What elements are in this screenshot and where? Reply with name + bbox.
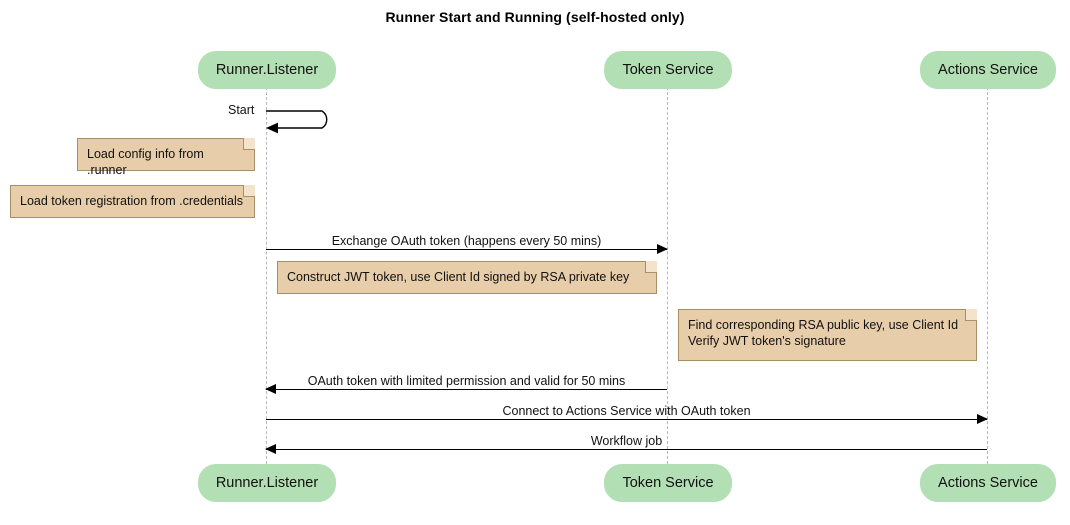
note-fold-corner <box>645 261 657 273</box>
participant-label: Token Service <box>622 62 714 78</box>
diagram-title: Runner Start and Running (self-hosted on… <box>385 9 685 25</box>
note-text: Find corresponding RSA public key, use C… <box>688 318 959 348</box>
message-label-exchange-oauth-token: Exchange OAuth token (happens every 50 m… <box>331 234 602 248</box>
participant-runner-top[interactable]: Runner.Listener <box>198 51 336 89</box>
self-message-label-start: Start <box>228 103 255 117</box>
participant-actions-bottom[interactable]: Actions Service <box>920 464 1056 502</box>
participant-label: Token Service <box>622 475 714 491</box>
message-label-connect-to-actions: Connect to Actions Service with OAuth to… <box>502 404 751 418</box>
arrowhead-left-icon <box>265 384 276 394</box>
note-fold-corner <box>965 309 977 321</box>
note-text: Load token registration from .credential… <box>20 194 244 208</box>
message-line-oauth-token-returned <box>265 384 667 394</box>
note-text: Load config info from .runner <box>87 147 204 177</box>
message-label-oauth-token-returned: OAuth token with limited permission and … <box>307 374 626 388</box>
arrowhead-left-icon <box>265 444 276 454</box>
message-line-workflow-job <box>265 444 987 454</box>
note-load-credentials: Load token registration from .credential… <box>10 185 255 218</box>
lifeline-token <box>667 87 668 464</box>
lifeline-actions <box>987 87 988 464</box>
participant-label: Runner.Listener <box>215 62 319 78</box>
arrowhead-right-icon <box>657 244 668 254</box>
note-verify-jwt: Find corresponding RSA public key, use C… <box>678 309 977 361</box>
message-label-workflow-job: Workflow job <box>590 434 663 448</box>
lifeline-runner <box>266 87 267 464</box>
message-line-exchange-oauth-token <box>266 244 668 254</box>
participant-label: Runner.Listener <box>215 475 319 491</box>
note-fold-corner <box>243 138 255 150</box>
message-line-connect-to-actions <box>266 414 988 424</box>
participant-runner-bottom[interactable]: Runner.Listener <box>198 464 336 502</box>
note-text: Construct JWT token, use Client Id signe… <box>287 270 630 284</box>
self-message-start <box>264 104 342 134</box>
arrowhead-right-icon <box>977 414 988 424</box>
participant-label: Actions Service <box>938 475 1038 491</box>
note-construct-jwt: Construct JWT token, use Client Id signe… <box>277 261 657 294</box>
note-fold-corner <box>243 185 255 197</box>
note-load-config: Load config info from .runner <box>77 138 255 177</box>
participant-label: Actions Service <box>938 62 1038 78</box>
participant-token-bottom[interactable]: Token Service <box>604 464 732 502</box>
participant-token-top[interactable]: Token Service <box>604 51 732 89</box>
participant-actions-top[interactable]: Actions Service <box>920 51 1056 89</box>
